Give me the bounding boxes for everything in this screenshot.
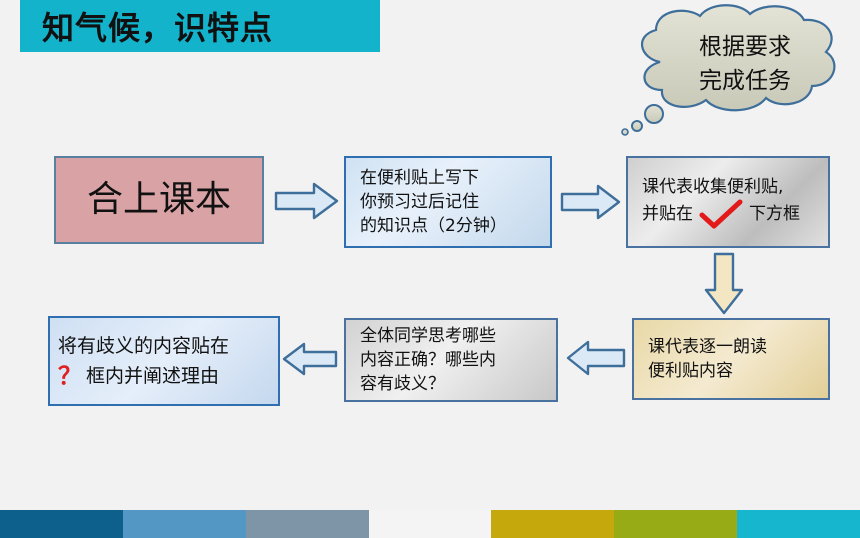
arrow-left-icon: [566, 340, 626, 376]
write-note-line2: 你预习过后记住: [360, 192, 479, 212]
think-line1: 全体同学思考哪些: [360, 326, 496, 346]
footer-segment: [737, 510, 860, 538]
checkmark-icon: [699, 199, 743, 229]
read-aloud-line2: 便利贴内容: [648, 361, 733, 381]
ambiguous-line1: 将有歧义的内容贴在: [58, 335, 230, 357]
write-note-line1: 在便利贴上写下: [360, 168, 479, 188]
footer-segment: [122, 510, 246, 538]
step-think: 全体同学思考哪些 内容正确？哪些内 容有歧义？: [344, 318, 558, 402]
arrow-right-icon: [274, 182, 339, 220]
cloud-text-line2: 完成任务: [699, 68, 791, 94]
cloud-text-line1: 根据要求: [699, 34, 791, 60]
step-close-book-label: 合上课本: [86, 179, 231, 220]
footer-color-bar: [0, 510, 860, 538]
think-line3: 容有歧义？: [360, 374, 445, 394]
footer-segment: [491, 510, 615, 538]
arrow-right-icon: [560, 184, 621, 220]
thought-cloud-icon: [621, 4, 836, 136]
title-bar: 知气候，识特点: [20, 0, 380, 52]
step-close-book: 合上课本: [54, 156, 264, 244]
collect-line2-post: 下方框: [749, 204, 800, 224]
ambiguous-line2: 框内并阐述理由: [86, 365, 220, 387]
collect-line2-pre: 并贴在: [642, 204, 693, 224]
footer-segment: [245, 510, 369, 538]
question-mark-icon: ？: [58, 362, 82, 390]
cloud-text: 根据要求 完成任务: [675, 30, 815, 98]
footer-segment: [368, 510, 492, 538]
collect-line1: 课代表收集便利贴,: [642, 177, 784, 197]
footer-segment: [614, 510, 738, 538]
step-collect: 课代表收集便利贴, 并贴在 下方框: [626, 156, 830, 248]
think-line2: 内容正确？哪些内: [360, 350, 496, 370]
arrow-down-icon: [704, 252, 744, 315]
footer-segment: [0, 510, 123, 538]
step-ambiguous: 将有歧义的内容贴在 ？ 框内并阐述理由: [48, 316, 280, 406]
read-aloud-line1: 课代表逐一朗读: [648, 337, 767, 357]
page-title: 知气候，识特点: [42, 9, 274, 47]
step-write-note: 在便利贴上写下 你预习过后记住 的知识点（2分钟）: [344, 156, 552, 248]
write-note-line3: 的知识点（2分钟）: [360, 216, 507, 236]
arrow-left-icon: [282, 342, 338, 376]
step-read-aloud: 课代表逐一朗读 便利贴内容: [632, 318, 830, 400]
